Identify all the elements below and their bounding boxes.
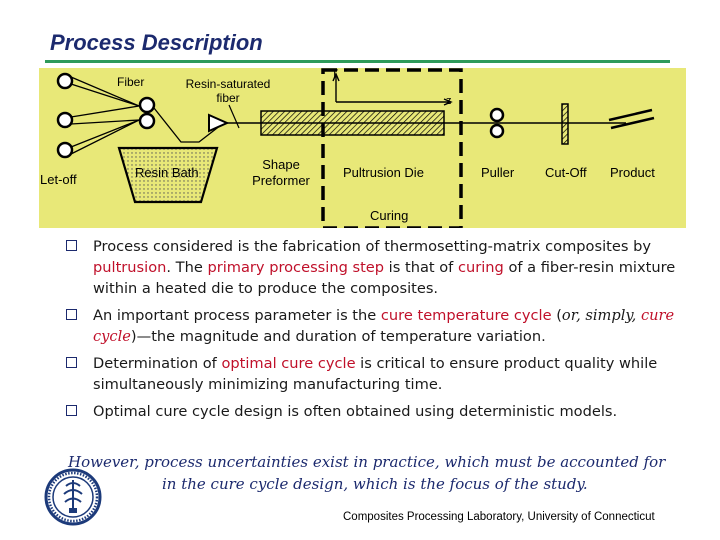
- shape-preformer-line-1: Shape: [262, 157, 300, 172]
- bullet-text-segment: of a fiber-resin mixture within a heated…: [93, 259, 676, 297]
- bullet-text-segment: is that of: [384, 259, 458, 276]
- pultrusion-die-label: Pultrusion Die: [343, 165, 424, 180]
- highlighted-text: cure temperature cycle: [380, 307, 552, 324]
- bullet-text-segment: )—the magnitude and duration of temperat…: [130, 328, 546, 345]
- bullet-text-segment: Determination of: [93, 355, 222, 372]
- puller-rolls: [489, 107, 505, 139]
- highlighted-text: pultrusion: [93, 259, 167, 276]
- shape-preformer-line-2: Preformer: [252, 173, 310, 188]
- bullet-list: Process considered is the fabrication of…: [66, 236, 686, 428]
- shape-preformer: [208, 113, 230, 133]
- title-divider: [45, 60, 670, 63]
- cut-off-label: Cut-Off: [545, 165, 587, 180]
- closing-line-1: However, process uncertainties exist in …: [68, 453, 666, 471]
- product-label: Product: [610, 165, 655, 180]
- bullet-text: Optimal cure cycle design is often obtai…: [93, 403, 617, 420]
- bullet-text-segment: or, simply,: [561, 307, 641, 324]
- shape-preformer-label: Shape Preformer: [241, 157, 321, 189]
- bullet-text: Determination of optimal cure cycle is c…: [93, 355, 657, 393]
- cut-off-blade: [561, 103, 569, 145]
- university-seal-icon: [44, 468, 102, 526]
- let-off-label: Let-off: [40, 172, 77, 187]
- footer-credit: Composites Processing Laboratory, Univer…: [343, 511, 655, 523]
- bullet-item: Process considered is the fabrication of…: [66, 236, 686, 299]
- fiber-lines: [70, 76, 140, 155]
- resin-bath: [117, 146, 219, 204]
- resin-bath-label: Resin Bath: [135, 165, 199, 180]
- bullet-text-segment: is critical to ensure product quality wh…: [93, 355, 658, 393]
- let-off-spools: [56, 72, 74, 159]
- resin-saturated-fiber-label: Resin-saturated fiber: [178, 77, 278, 105]
- curing-label: Curing: [370, 208, 409, 223]
- puller-label: Puller: [481, 165, 515, 180]
- bullet-text-segment: An important process parameter is the: [93, 307, 381, 324]
- guide-rollers: [138, 96, 156, 130]
- highlighted-text: cure cycle: [93, 307, 675, 345]
- pultrusion-diagram: Fiber Resin-saturated fiber T z Let-off …: [39, 67, 686, 228]
- curing-box: [321, 68, 463, 228]
- bullet-item: Optimal cure cycle design is often obtai…: [66, 401, 686, 422]
- resin-saturated-line-1: Resin-saturated: [185, 77, 271, 91]
- resin-saturated-line-2: fiber: [216, 91, 240, 105]
- highlighted-text: primary processing step: [207, 259, 385, 276]
- bullet-text: An important process parameter is the cu…: [93, 307, 674, 345]
- fiber-path: [153, 107, 222, 143]
- checkbox-bullet-icon: [66, 240, 77, 251]
- product-pieces: [608, 108, 655, 130]
- bullet-text: Process considered is the fabrication of…: [93, 238, 675, 297]
- pultrusion-die: [260, 110, 445, 136]
- closing-statement: However, process uncertainties exist in …: [68, 451, 668, 495]
- highlighted-text: curing: [457, 259, 504, 276]
- bullet-text-segment: (: [551, 307, 562, 324]
- bullet-item: An important process parameter is the cu…: [66, 305, 686, 347]
- page-title: Process Description: [50, 30, 263, 55]
- z-axis-label: z: [446, 95, 452, 107]
- highlighted-text: optimal cure cycle: [221, 355, 356, 372]
- pultrusion-schematic: [56, 68, 655, 228]
- checkbox-bullet-icon: [66, 309, 77, 320]
- fiber-label: Fiber: [117, 75, 145, 89]
- bullet-text-segment: Process considered is the fabrication of…: [93, 238, 651, 255]
- closing-line-2: in the cure cycle design, which is the f…: [162, 475, 588, 493]
- bullet-item: Determination of optimal cure cycle is c…: [66, 353, 686, 395]
- checkbox-bullet-icon: [66, 357, 77, 368]
- t-axis-label: T: [331, 67, 339, 81]
- bullet-text-segment: . The: [166, 259, 208, 276]
- temperature-axes: [332, 72, 453, 106]
- checkbox-bullet-icon: [66, 405, 77, 416]
- bullet-text-segment: Optimal cure cycle design is often obtai…: [93, 403, 618, 420]
